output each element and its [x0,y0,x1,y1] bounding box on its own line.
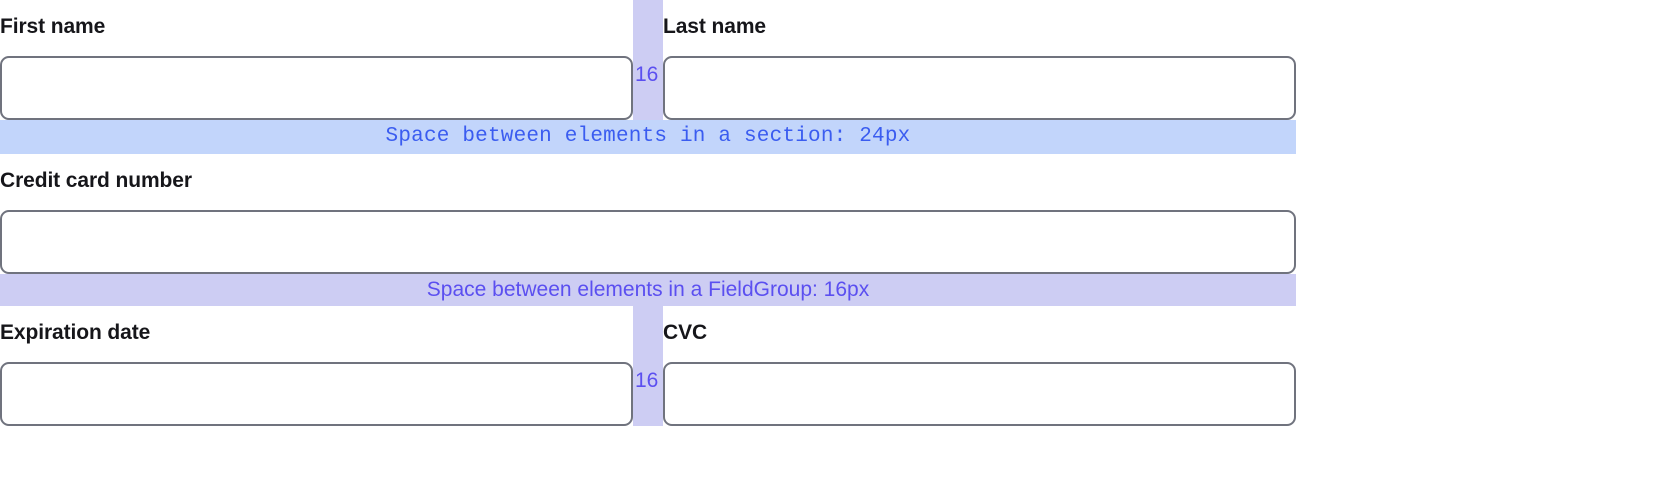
credit-card-number-input[interactable] [0,210,1296,274]
expiration-date-label: Expiration date [0,321,151,344]
last-name-label: Last name [663,15,766,38]
fieldgroup-space-annotation: Space between elements in a FieldGroup: … [0,274,1296,306]
expiry-row-gap-label: 16 [635,369,659,392]
first-name-label: First name [0,15,106,38]
last-name-field-group: Last name [663,0,1296,120]
credit-card-field-group: Credit card number [0,154,1296,274]
cvc-field-group: CVC [663,306,1296,426]
name-row-gap-highlight: 16 [633,0,663,120]
expiry-row: Expiration date 16 CVC [0,306,1296,426]
expiry-row-gap-highlight: 16 [633,306,663,426]
first-name-field-group: First name [0,0,633,120]
cvc-input[interactable] [663,362,1296,426]
credit-card-number-label: Credit card number [0,169,192,192]
section-space-annotation: Space between elements in a section: 24p… [0,120,1296,154]
first-name-input[interactable] [0,56,633,120]
cvc-label: CVC [663,321,708,344]
name-row: First name 16 Last name [0,0,1296,120]
spacing-annotation-form: First name 16 Last name Space between el… [0,0,1296,426]
last-name-input[interactable] [663,56,1296,120]
name-row-gap-label: 16 [635,63,659,86]
expiration-date-field-group: Expiration date [0,306,633,426]
expiration-date-input[interactable] [0,362,633,426]
